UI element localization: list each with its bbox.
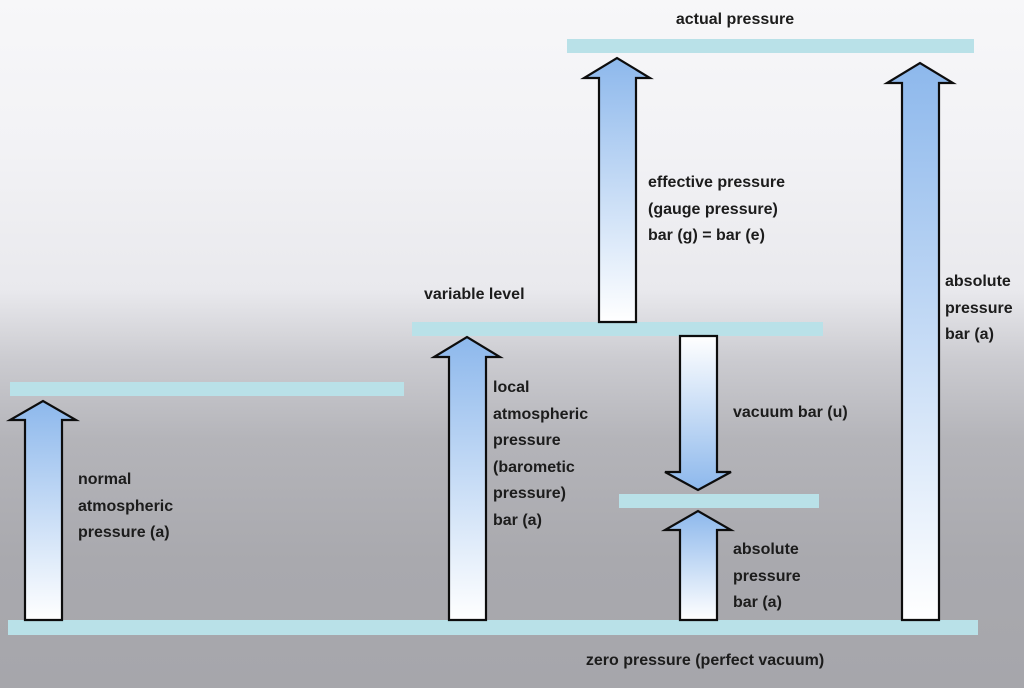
absolute-small-arrow [660,509,736,622]
variable-level-label: variable level [424,286,525,303]
label-line: bar (a) [945,326,994,343]
label-line: (barometic [493,458,575,476]
label-line: local [493,379,530,396]
label-line: atmospheric [493,405,589,423]
variable-level-bar [412,322,823,336]
vacuum-arrow [664,334,732,492]
label-line: pressure (a) [78,524,170,541]
effective-pressure-label: effective pressure (gauge pressure) bar … [648,170,785,250]
actual-pressure-level-bar [567,39,974,53]
label-line: absolute [945,273,1011,290]
normal-atmospheric-label: normal atmospheric pressure (a) [78,467,173,547]
vacuum-label: vacuum bar (u) [733,400,848,427]
label-line: pressure [493,432,561,449]
effective-pressure-arrow [580,56,654,324]
label-line: (gauge pressure) [648,200,778,218]
vacuum-level-bar [619,494,819,508]
label-line: normal [78,471,132,488]
label-line: effective pressure [648,174,785,191]
label-line: bar (a) [493,511,542,529]
actual-pressure-label: actual pressure [675,11,795,28]
label-line: pressure) [493,485,566,502]
zero-pressure-level-bar [8,620,978,635]
label-line: bar (a) [733,594,782,611]
absolute-large-label: absolute pressure bar (a) [945,269,1013,349]
label-line: absolute [733,541,799,558]
local-atmospheric-label: local atmospheric pressure (barometic pr… [493,375,588,534]
local-atmospheric-arrow [430,335,504,622]
label-line: pressure [733,567,801,585]
normal-atmospheric-arrow [5,399,81,622]
absolute-small-label: absolute pressure bar (a) [733,537,801,617]
label-line: vacuum bar (u) [733,404,848,421]
label-line: atmospheric [78,497,174,515]
label-line: pressure [945,299,1013,317]
zero-pressure-label: zero pressure (perfect vacuum) [585,652,825,669]
absolute-large-arrow [883,61,957,622]
label-line: bar (g) = bar (e) [648,227,765,244]
normal-atmospheric-level-bar [10,382,404,396]
